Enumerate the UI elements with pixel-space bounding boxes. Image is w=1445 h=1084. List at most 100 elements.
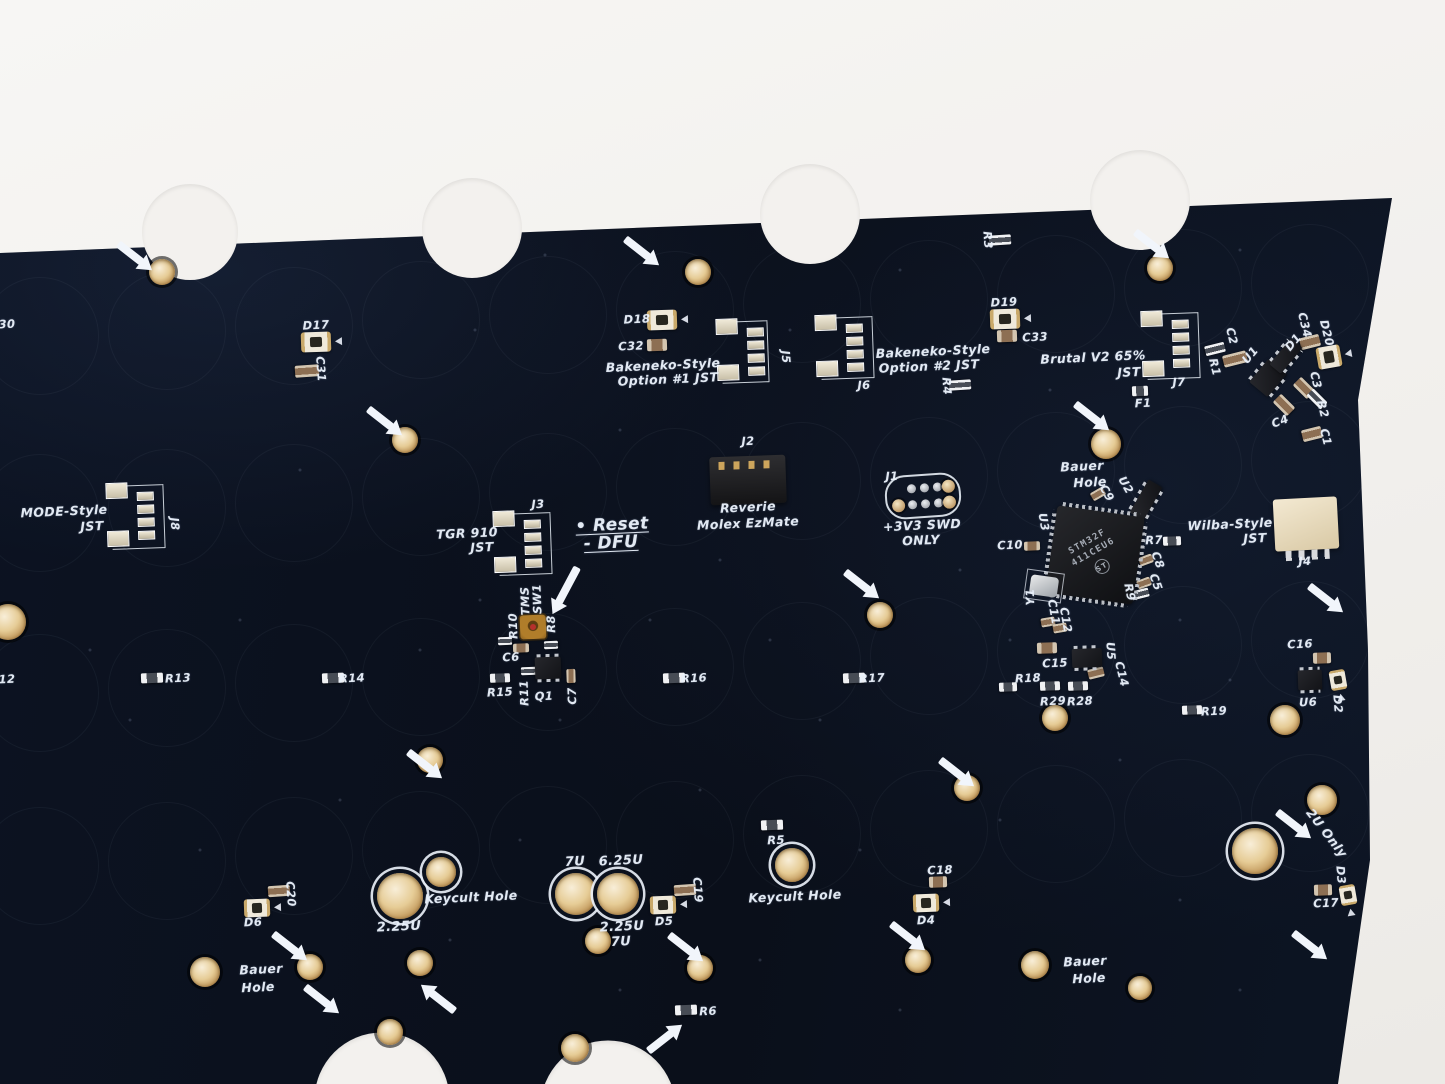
silkscreen-label: Hole: [1071, 969, 1107, 987]
silkscreen-label: Reverie: [719, 498, 777, 516]
via-dot: [618, 988, 622, 992]
switch-ghost-circle: [108, 271, 226, 390]
silkscreen-label: R15: [486, 684, 514, 700]
led-component: [646, 309, 678, 331]
jst-pin-pad: [1172, 358, 1191, 369]
jst-footprint: [1140, 310, 1201, 380]
switch-ghost-circle: [489, 612, 607, 731]
silkscreen-label: U5: [1103, 641, 1119, 661]
switch-ghost-circle: [362, 261, 480, 380]
switch-ghost-circle: [235, 623, 353, 742]
silkscreen-label: U3: [1035, 511, 1053, 533]
via-dot: [448, 938, 452, 942]
via-dot: [543, 253, 547, 257]
swd-pad: [933, 498, 944, 508]
via-dot: [298, 468, 302, 472]
switch-ghost-circle: [235, 266, 353, 385]
switch-ghost-circle: [0, 634, 99, 753]
via-dot: [758, 958, 762, 962]
switch-ghost-circle: [1124, 759, 1242, 878]
silkscreen-label: Hole: [240, 978, 276, 996]
silkscreen-label: C15: [1041, 655, 1069, 671]
ringed-mount-hole: [377, 873, 423, 919]
resistor: [140, 672, 164, 684]
switch-ghost-circle: [870, 416, 988, 535]
silkscreen-label: J3: [531, 496, 545, 512]
jst-tab-pad: [814, 314, 837, 332]
jst-tab-pad: [715, 318, 738, 336]
jst-pin-pad: [1171, 319, 1189, 330]
resistor: [489, 673, 511, 683]
ringed-mount-hole: [597, 873, 639, 915]
swd-pad: [907, 499, 918, 510]
switch-ghost-circle: [997, 764, 1115, 883]
plated-hole: [1307, 785, 1337, 815]
silkscreen-label: 6.25U: [598, 852, 644, 870]
plated-hole: [867, 602, 893, 628]
swd-pad: [932, 482, 943, 492]
silkscreen-label: C31: [313, 355, 329, 383]
silkscreen-label: J4: [1298, 553, 1312, 569]
silkscreen-label: D5: [654, 913, 674, 929]
swd-pad: [919, 483, 930, 493]
via-dot: [378, 878, 382, 882]
plated-hole: [561, 1034, 589, 1062]
silkscreen-label: D6: [243, 914, 263, 930]
ic-chip: [1071, 647, 1103, 669]
jst-pin-pad: [1172, 332, 1190, 343]
silkscreen-label: C16: [1286, 636, 1314, 652]
via-dot: [1178, 898, 1182, 902]
via-dot: [618, 428, 622, 432]
via-dot: [88, 648, 92, 652]
led-component: [300, 331, 332, 353]
via-dot: [1238, 988, 1242, 992]
jst-footprint: [105, 482, 166, 550]
swd-pad: [906, 483, 917, 494]
via-dot: [898, 1008, 902, 1012]
resistor: [1162, 536, 1182, 546]
resistor: [1181, 705, 1203, 715]
plated-hole: [1021, 951, 1049, 979]
via-dot: [418, 648, 422, 652]
silkscreen-label: JST: [1116, 363, 1142, 381]
via-dot: [238, 618, 242, 622]
silkscreen-label: J8: [167, 516, 183, 532]
jst-footprint: [814, 314, 875, 380]
plated-hole: [1128, 976, 1152, 1000]
via-dot: [898, 268, 902, 272]
jst-pin-pad: [747, 353, 765, 363]
silkscreen-label: R28: [1066, 693, 1094, 709]
jst-tab-pad: [493, 556, 517, 574]
switch-ghost-circle: [489, 255, 607, 374]
via-dot: [558, 718, 562, 722]
switch-ghost-circle: [108, 801, 226, 920]
jst-pin-pad: [846, 336, 864, 347]
silkscreen-label: J5: [778, 349, 794, 365]
switch-ghost-circle: [743, 602, 861, 721]
jst-pin-pad: [748, 366, 766, 376]
jst-pin-pad: [524, 545, 542, 556]
switch-ghost-circle: [235, 796, 353, 915]
edge-notch: [422, 178, 522, 278]
jst-tab-pad: [106, 530, 130, 548]
via-dot: [518, 838, 522, 842]
switch-ghost-circle: [489, 785, 607, 904]
switch-ghost-circle: [108, 448, 226, 567]
jst-tab-pad: [815, 360, 839, 378]
silkscreen-label: - DFU: [583, 531, 639, 555]
jst-pin-pad: [523, 519, 541, 530]
jst-pin-pad: [746, 327, 764, 337]
via-dot: [788, 328, 792, 332]
capacitor: [996, 329, 1018, 343]
silkscreen-label: C33: [1021, 329, 1049, 345]
jst-tab-pad: [1140, 310, 1163, 328]
via-dot: [718, 558, 722, 562]
switch-ghost-circle: [870, 596, 988, 715]
silkscreen-label: 7U: [610, 934, 632, 950]
via-dot: [1228, 678, 1232, 682]
silkscreen-label: Q1: [534, 688, 554, 704]
silkscreen-label: JST: [469, 538, 495, 556]
silkscreen-label: R7: [1144, 532, 1164, 548]
silkscreen-label: D17: [302, 317, 330, 333]
led-component: [1315, 344, 1343, 370]
